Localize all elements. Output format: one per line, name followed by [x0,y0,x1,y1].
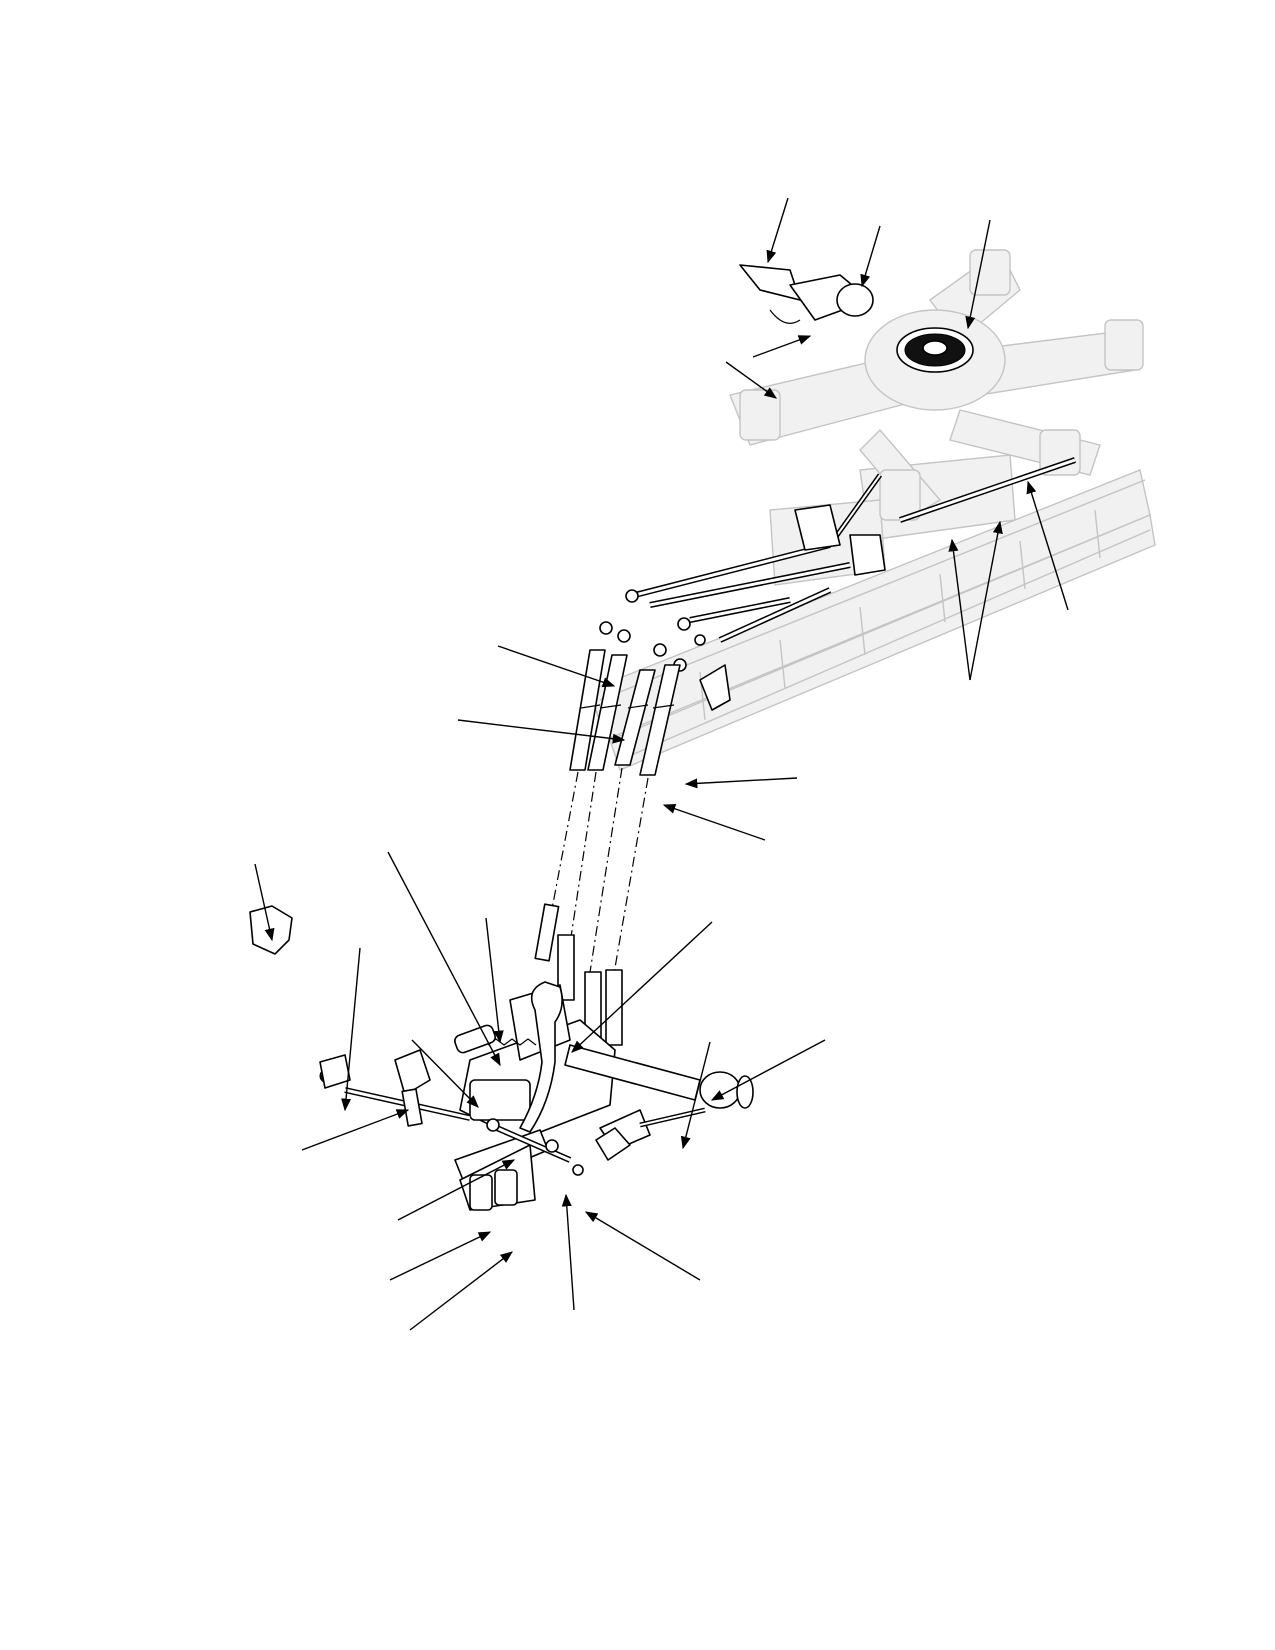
leader-lines [254,197,1069,1331]
leader-swashplate-upper-2 [860,225,881,288]
leader-control-tube-2 [457,719,626,744]
leader-fuselage-rail-1 [948,538,971,681]
leader-control-tube-1 [497,645,616,688]
leader-pedal-assembly-1 [710,1039,826,1101]
leader-lower-link-6 [584,1211,701,1281]
leader-pedal-assembly-2 [680,1041,711,1150]
leader-collective-pivot [341,947,361,1112]
leader-cyclic-stick [571,921,713,1053]
airframe-ghost [589,454,1156,771]
leader-lower-link-1 [301,1109,410,1151]
leader-mixer-upper-3 [411,1039,479,1108]
leader-blade-grip-left [725,361,778,399]
leader-control-tube-3 [684,777,798,789]
leader-swashplate-upper-1 [766,197,789,264]
leader-hub-center [965,219,991,330]
leader-lower-link-3 [389,1231,492,1281]
leader-collective-grip [254,863,275,942]
leader-control-tube-4 [662,803,766,841]
leader-lower-link-2 [397,1159,516,1221]
upper-linkage [599,457,1076,711]
leader-hub-arm-right [1026,480,1069,611]
leader-fuselage-rail-2 [969,520,1003,681]
leader-lower-link-4 [409,1251,514,1331]
lower-assembly [249,903,754,1211]
leader-mixer-upper-2 [485,917,504,1044]
leader-lower-link-5 [561,1193,575,1311]
leader-mixer-upper-1 [387,851,501,1067]
leader-pitch-horn-upper [752,335,812,358]
